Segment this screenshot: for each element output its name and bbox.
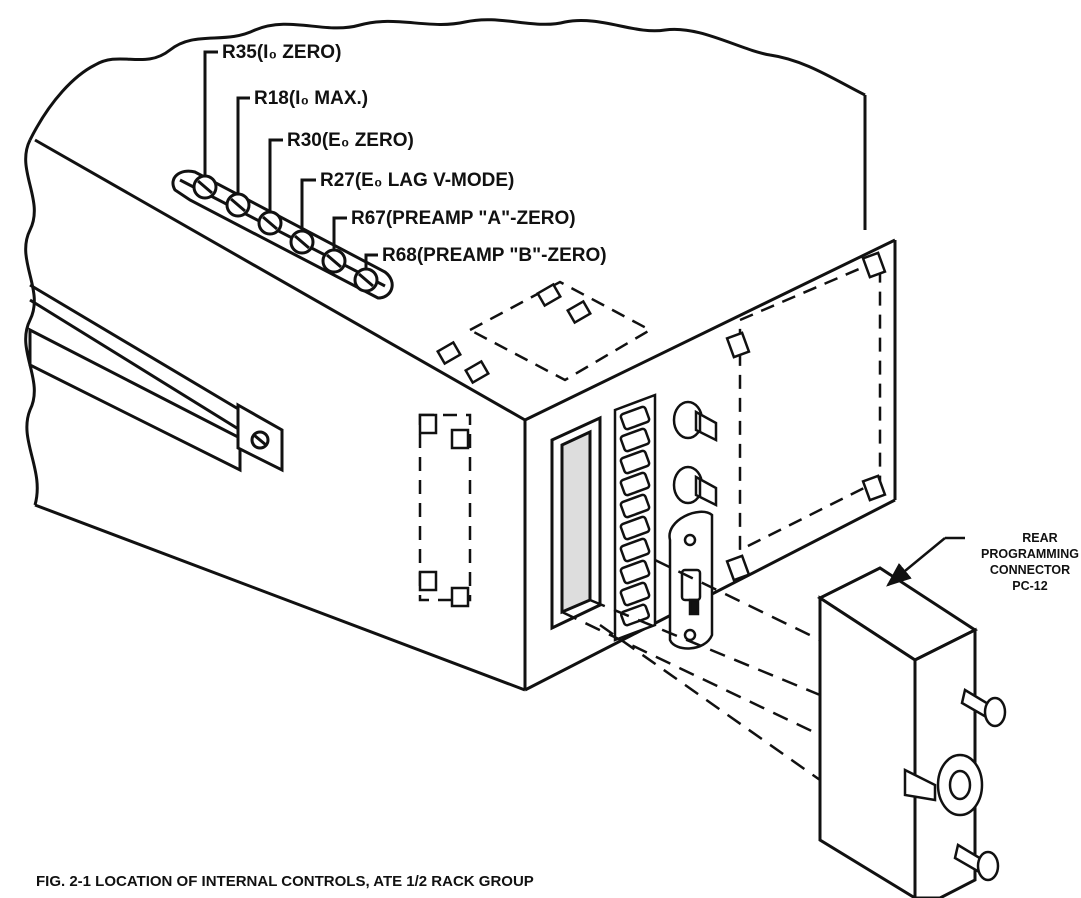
trim-pot-r68[interactable] [353,267,379,293]
connector-callout-line-2: PROGRAMMING [981,547,1079,561]
connector-callout-line-4: PC-12 [1012,579,1047,593]
label-r68: R68(PREAMP "B"-ZERO) [382,245,607,266]
terminal-block [613,393,657,642]
rear-programming-connector [816,566,979,898]
trim-pot-r18[interactable] [225,192,251,218]
label-r30: R30(E₀ ZERO) [287,130,414,151]
thumbscrew-lower-icon [953,843,1000,882]
connector-callout-line-1: REAR [1022,531,1057,545]
connector-callout-leader [886,536,965,587]
thumbscrew-upper-icon [960,688,1007,728]
side-rail [28,327,284,473]
bnc-connector-upper[interactable] [672,400,718,443]
label-r27: R27(E₀ LAG V-MODE) [320,170,514,191]
trim-pot-r27[interactable] [289,229,315,255]
chassis [24,18,897,692]
trim-pot-r30[interactable] [257,210,283,236]
label-r18: R18(I₀ MAX.) [254,88,368,109]
mounting-squares [418,251,887,608]
label-r35: R35(I₀ ZERO) [222,42,341,63]
bnc-connectors [672,400,718,508]
connector-guide-lines [561,558,821,782]
trim-pot-r35[interactable] [192,174,218,200]
power-receptacle [668,510,714,650]
chassis-broken-left-edge [24,139,39,506]
label-r67: R67(PREAMP "A"-ZERO) [351,208,576,229]
figure-caption: FIG. 2-1 LOCATION OF INTERNAL CONTROLS, … [36,873,534,890]
chassis-broken-top-edge [28,18,866,141]
label-leaders [203,50,378,269]
connector-callout-line-3: CONNECTOR [990,563,1070,577]
connector-latch-icon [903,753,984,817]
connector-thumbscrews [903,688,1007,882]
bnc-connector-lower[interactable] [672,465,718,508]
trim-pot-r67[interactable] [321,248,347,274]
card-edge-slot [550,415,602,631]
